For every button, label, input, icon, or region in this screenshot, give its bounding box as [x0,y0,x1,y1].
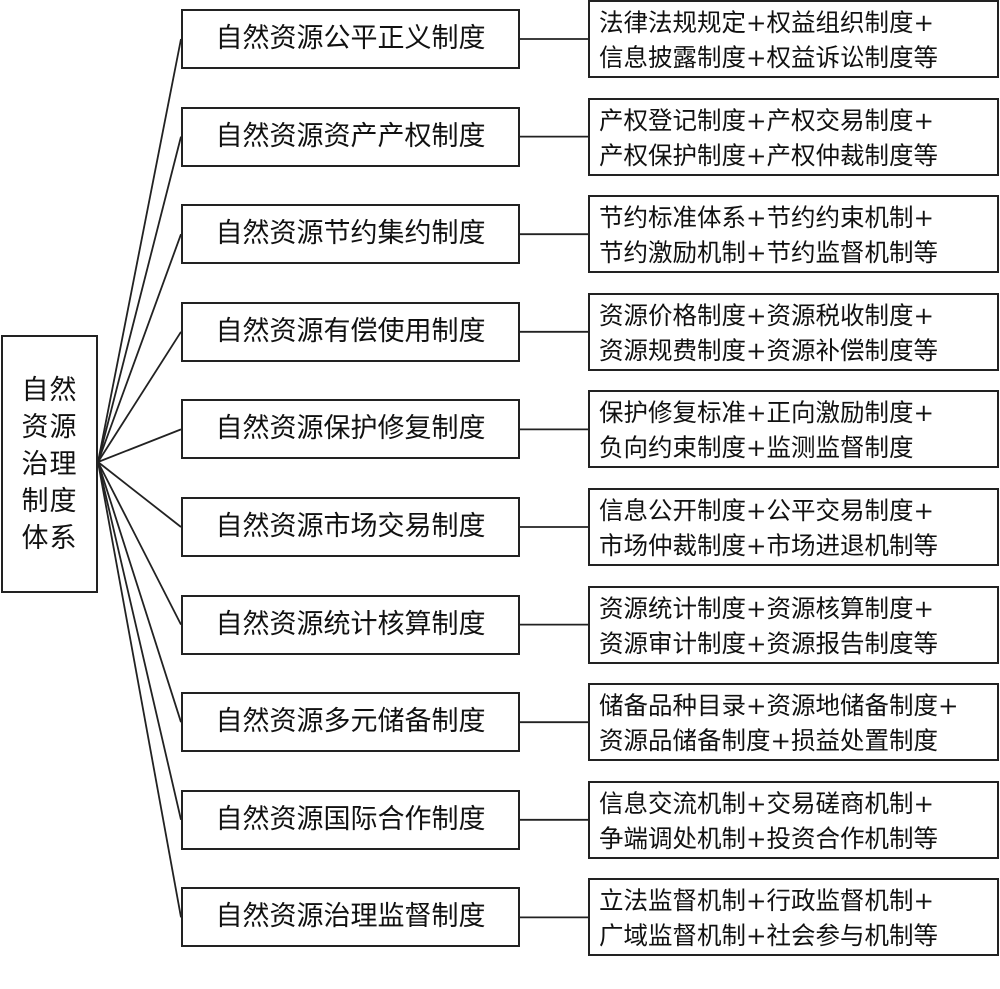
root-connector-line [97,461,182,528]
root-node: 自然资源治理制度体系 [1,335,98,593]
system-label: 自然资源国际合作制度 [215,803,486,835]
detail-node: 信息公开制度+公平交易制度+ 市场仲裁制度+市场进退机制等 [588,488,999,566]
system-label: 自然资源治理监督制度 [215,901,486,933]
detail-line: 信息披露制度+权益诉讼制度等 [599,43,939,72]
detail-node: 资源价格制度+资源税收制度+ 资源规费制度+资源补偿制度等 [588,292,999,371]
system-label: 自然资源保护修复制度 [215,413,486,445]
detail-line: 资源品储备制度+损益处置制度 [599,726,939,756]
detail-line: 产权登记制度+产权交易制度+ [599,105,935,135]
detail-node: 保护修复标准+正向激励制度+ 负向约束制度+监测监督制度 [588,390,999,469]
branch: 自然资源治理监督制度 立法监督机制+行政监督机制+ 广域监督机制+社会参与机制等 [0,878,1000,962]
system-node: 自然资源节约集约制度 [181,204,520,265]
system-label: 自然资源市场交易制度 [215,511,486,542]
detail-line: 保护修复标准+正向激励制度+ [599,398,935,428]
detail-line: 资源统计制度+资源核算制度+ [599,593,935,623]
system-node: 自然资源治理监督制度 [181,887,520,948]
root-connector-line [97,461,182,723]
detail-line: 节约标准体系+节约约束机制+ [599,203,935,233]
root-connector-line [97,428,182,463]
system-label: 自然资源资产产权制度 [215,120,486,152]
root-connector-line [97,461,182,821]
system-node: 自然资源保护修复制度 [181,399,520,460]
system-node: 自然资源统计核算制度 [181,594,520,655]
root-connector-line [97,331,182,463]
detail-node: 法律法规规定+权益组织制度+ 信息披露制度+权益诉讼制度等 [588,0,999,78]
system-node: 自然资源公平正义制度 [181,9,520,69]
root-connector-line [97,136,182,463]
system-label: 自然资源统计核算制度 [215,608,486,640]
detail-line: 争端调处机制+投资合作机制等 [599,823,939,853]
detail-line: 法律法规规定+权益组织制度+ [599,8,935,37]
detail-node: 储备品种目录+资源地储备制度+ 资源品储备制度+损益处置制度 [588,683,999,762]
system-node: 自然资源资产产权制度 [181,106,520,167]
root-connector-line [97,233,182,463]
branch: 自然资源公平正义制度 法律法规规定+权益组织制度+ 信息披露制度+权益诉讼制度等 [0,0,1000,84]
detail-node: 节约标准体系+节约约束机制+ 节约激励机制+节约监督机制等 [588,195,999,274]
detail-line: 产权保护制度+产权仲裁制度等 [599,140,939,170]
root-label: 自然资源治理制度体系 [21,374,78,554]
branch: 自然资源国际合作制度 信息交流机制+交易磋商机制+ 争端调处机制+投资合作机制等 [0,780,1000,865]
system-label: 自然资源有偿使用制度 [215,315,486,347]
detail-node: 资源统计制度+资源核算制度+ 资源审计制度+资源报告制度等 [588,585,999,664]
detail-line: 资源价格制度+资源税收制度+ [599,300,935,330]
detail-node: 立法监督机制+行政监督机制+ 广域监督机制+社会参与机制等 [588,878,999,957]
branch: 自然资源有偿使用制度 资源价格制度+资源税收制度+ 资源规费制度+资源补偿制度等 [0,292,1000,377]
detail-line: 立法监督机制+行政监督机制+ [599,886,935,916]
detail-node: 产权登记制度+产权交易制度+ 产权保护制度+产权仲裁制度等 [588,97,999,176]
branch: 自然资源多元储备制度 储备品种目录+资源地储备制度+ 资源品储备制度+损益处置制度 [0,683,1000,767]
root-connector-line [97,38,182,463]
branch: 自然资源统计核算制度 资源统计制度+资源核算制度+ 资源审计制度+资源报告制度等 [0,585,1000,670]
branch: 自然资源节约集约制度 节约标准体系+节约约束机制+ 节约激励机制+节约监督机制等 [0,195,1000,279]
detail-line: 资源审计制度+资源报告制度等 [599,628,939,658]
system-label: 自然资源公平正义制度 [215,23,486,54]
system-node: 自然资源国际合作制度 [181,789,520,850]
system-label: 自然资源节约集约制度 [215,218,486,250]
system-node: 自然资源市场交易制度 [181,497,520,557]
detail-line: 信息交流机制+交易磋商机制+ [599,788,935,818]
detail-line: 资源规费制度+资源补偿制度等 [599,335,939,365]
system-label: 自然资源多元储备制度 [215,706,486,738]
branch: 自然资源保护修复制度 保护修复标准+正向激励制度+ 负向约束制度+监测监督制度 [0,390,1000,474]
root-connector-line [97,461,182,918]
root-connector-line [97,461,182,626]
detail-line: 广域监督机制+社会参与机制等 [599,921,939,951]
detail-line: 信息公开制度+公平交易制度+ [599,496,935,525]
system-node: 自然资源多元储备制度 [181,692,520,753]
detail-line: 储备品种目录+资源地储备制度+ [599,691,959,721]
detail-line: 市场仲裁制度+市场进退机制等 [599,531,939,560]
detail-line: 节约激励机制+节约监督机制等 [599,238,939,268]
branch: 自然资源资产产权制度 产权登记制度+产权交易制度+ 产权保护制度+产权仲裁制度等 [0,97,1000,182]
detail-node: 信息交流机制+交易磋商机制+ 争端调处机制+投资合作机制等 [588,780,999,859]
branch: 自然资源市场交易制度 信息公开制度+公平交易制度+ 市场仲裁制度+市场进退机制等 [0,488,1000,572]
detail-line: 负向约束制度+监测监督制度 [599,433,914,463]
system-node: 自然资源有偿使用制度 [181,301,520,362]
